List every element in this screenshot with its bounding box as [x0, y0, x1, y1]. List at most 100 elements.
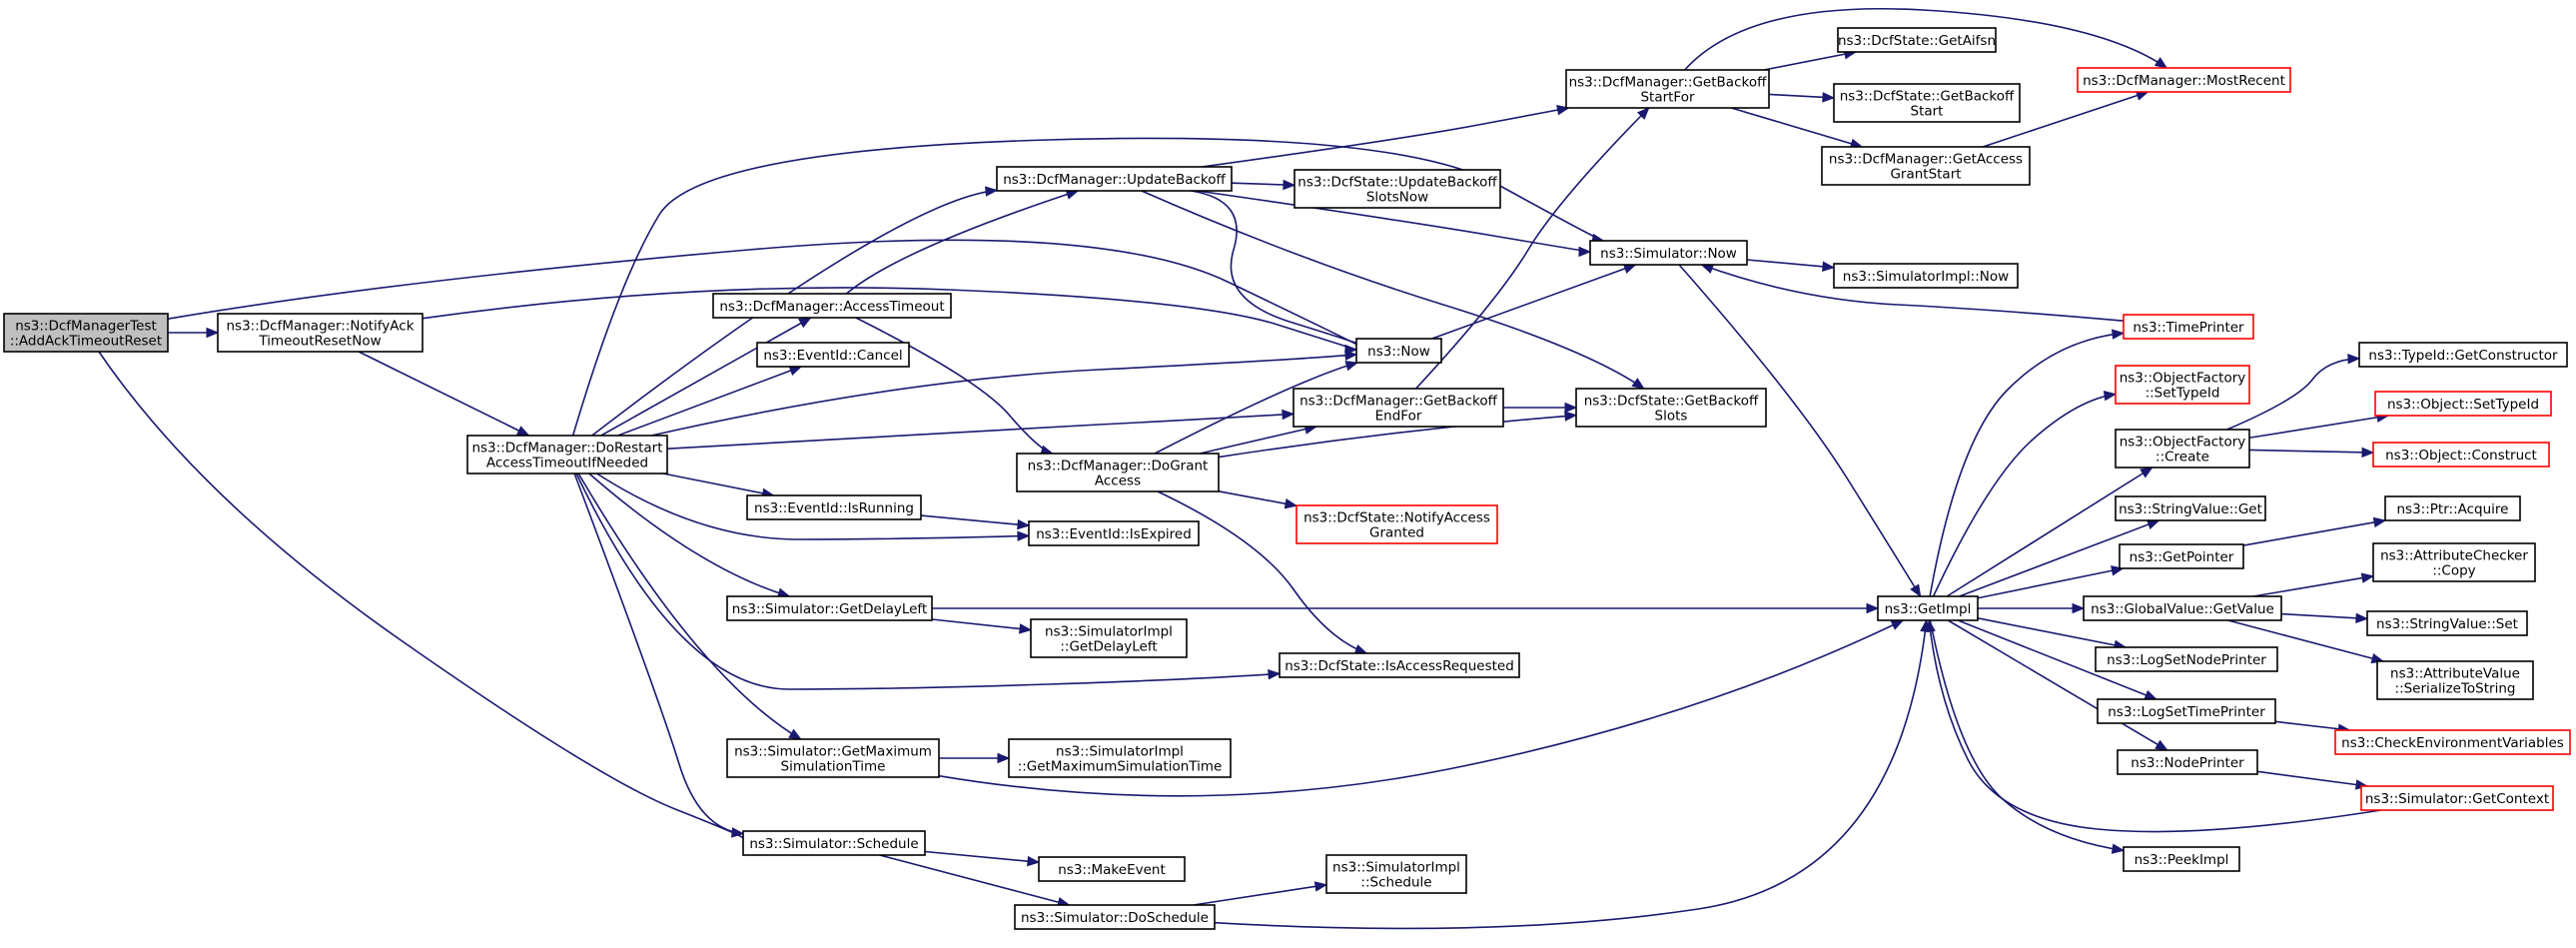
node-nodeprinter[interactable]: ns3::NodePrinter — [2117, 749, 2258, 775]
node-box-nodeprinter — [2117, 749, 2258, 775]
node-peekimpl[interactable]: ns3::PeekImpl — [2123, 846, 2240, 872]
node-mostrecent[interactable]: ns3::DcfManager::MostRecent — [2077, 67, 2291, 93]
arrowhead-getimpl-to-ofsettypeid — [2103, 391, 2118, 402]
node-box-logsettime — [2097, 698, 2276, 724]
node-stringset[interactable]: ns3::StringValue::Set — [2366, 610, 2528, 636]
edge-root-to-now — [167, 239, 1357, 346]
node-root[interactable]: ns3::DcfManagerTest::AddAckTimeoutReset — [3, 313, 169, 353]
node-label-root-line-1: ::AddAckTimeoutReset — [10, 334, 162, 350]
node-makeevent[interactable]: ns3::MakeEvent — [1038, 856, 1186, 882]
node-simnow[interactable]: ns3::Simulator::Now — [1589, 240, 1748, 266]
node-getcontext[interactable]: ns3::Simulator::GetContext — [2360, 785, 2554, 811]
node-label-ofsettypeid-line-0: ns3::ObjectFactory — [2120, 371, 2246, 387]
node-label-isaccessreq-line-0: ns3::DcfState::IsAccessRequested — [1285, 658, 1514, 674]
arrowhead-dorestart-to-getmaxsim — [788, 728, 802, 740]
node-label-getaccessgrant-line-0: ns3::DcfManager::GetAccess — [1829, 152, 2023, 168]
node-getmaxsim[interactable]: ns3::Simulator::GetMaximumSimulationTime — [726, 738, 940, 778]
node-now[interactable]: ns3::Now — [1355, 338, 1442, 364]
node-label-getmaxsim-line-0: ns3::Simulator::GetMaximum — [734, 744, 932, 760]
node-getimpl[interactable]: ns3::GetImpl — [1877, 595, 1979, 621]
edge-getimpl-to-stringget — [1959, 519, 2159, 597]
edge-root-to-schedule — [98, 351, 745, 840]
arrowhead-getimpl-to-ofcreate — [2140, 467, 2153, 478]
node-ofcreate[interactable]: ns3::ObjectFactory::Create — [2115, 429, 2250, 469]
node-isexpired[interactable]: ns3::EventId::IsExpired — [1028, 520, 1200, 546]
arrowhead-isrunning-to-isexpired — [1017, 518, 1031, 530]
node-getdelayleft[interactable]: ns3::Simulator::GetDelayLeft — [726, 595, 933, 621]
node-label-getbackoffstart-line-1: StartFor — [1640, 90, 1695, 106]
edge-getpointer-to-ptracquire — [2242, 519, 2386, 546]
arrowhead-dorestart-to-isaccessreq — [1268, 668, 1282, 680]
node-label-stringget-line-0: ns3::StringValue::Get — [2119, 501, 2262, 517]
node-implnow[interactable]: ns3::SimulatorImpl::Now — [1833, 263, 2019, 289]
edge-notifyack-to-dorestart — [358, 351, 529, 437]
node-acCopy[interactable]: ns3::AttributeChecker::Copy — [2372, 542, 2536, 582]
node-dorestart[interactable]: ns3::DcfManager::DoRestartAccessTimeoutI… — [466, 435, 668, 474]
node-accesstimeout[interactable]: ns3::DcfManager::AccessTimeout — [712, 293, 952, 319]
node-ofsettypeid[interactable]: ns3::ObjectFactory::SetTypeId — [2115, 365, 2250, 405]
node-label-getcontext-line-0: ns3::Simulator::GetContext — [2365, 791, 2549, 807]
node-ptracquire[interactable]: ns3::Ptr::Acquire — [2384, 495, 2521, 521]
node-label-makeevent-line-0: ns3::MakeEvent — [1058, 862, 1166, 878]
edge-now-to-simnow — [1431, 264, 1636, 340]
node-getaifsn[interactable]: ns3::DcfState::GetAifsn — [1837, 27, 1997, 53]
edge-getbackoffstart-to-getaifsn — [1764, 51, 1857, 71]
node-label-dcfbackoffstart-line-1: Start — [1911, 104, 1944, 120]
node-label-peekimpl-line-0: ns3::PeekImpl — [2135, 852, 2229, 868]
node-eventcancel[interactable]: ns3::EventId::Cancel — [756, 342, 910, 368]
edge-timeprinter-to-simnow — [1701, 264, 2125, 323]
node-box-getbackoffstart — [1565, 69, 1770, 109]
node-label-schedule-line-0: ns3::Simulator::Schedule — [749, 836, 918, 852]
node-label-checkenv-line-0: ns3::CheckEnvironmentVariables — [2341, 735, 2564, 751]
node-label-getdelayleft-line-0: ns3::Simulator::GetDelayLeft — [732, 601, 927, 617]
edge-gvgetvalue-to-avSerialize — [2227, 619, 2384, 662]
edge-dorestart-to-getmaxsim — [577, 473, 802, 740]
node-objsettypeid[interactable]: ns3::Object::SetTypeId — [2374, 391, 2552, 417]
arrowhead-getmaxsim-to-getimpl — [1890, 619, 1905, 630]
arrowhead-getpointer-to-ptracquire — [2372, 516, 2387, 528]
node-box-timeprinter — [2123, 314, 2254, 340]
node-label-getbackoffend-line-1: EndFor — [1375, 409, 1422, 425]
node-doschedule[interactable]: ns3::Simulator::DoSchedule — [1014, 904, 1216, 930]
node-notifyack[interactable]: ns3::DcfManager::NotifyAckTimeoutResetNo… — [217, 313, 424, 353]
node-box-notifygranted — [1295, 504, 1498, 544]
node-typeidctor[interactable]: ns3::TypeId::GetConstructor — [2358, 342, 2568, 368]
node-isrunning[interactable]: ns3::EventId::IsRunning — [746, 494, 922, 520]
node-box-getbackoffend — [1292, 388, 1504, 428]
node-stringget[interactable]: ns3::StringValue::Get — [2115, 495, 2266, 521]
edge-getaccessgrant-to-mostrecent — [1982, 91, 2148, 148]
node-box-mostrecent — [2077, 67, 2291, 93]
node-gvgetvalue[interactable]: ns3::GlobalValue::GetValue — [2083, 595, 2282, 621]
node-logsettime[interactable]: ns3::LogSetTimePrinter — [2097, 698, 2276, 724]
node-implschedule[interactable]: ns3::SimulatorImpl::Schedule — [1325, 854, 1467, 894]
edge-getimpl-to-ofsettypeid — [1932, 393, 2117, 597]
node-logsetnode[interactable]: ns3::LogSetNodePrinter — [2095, 646, 2278, 672]
node-label-mostrecent-line-0: ns3::DcfManager::MostRecent — [2083, 73, 2285, 89]
node-box-ptracquire — [2384, 495, 2521, 521]
arrowhead-simnow-to-implnow — [1822, 261, 1836, 272]
node-updatebackoff[interactable]: ns3::DcfManager::UpdateBackoff — [996, 166, 1233, 192]
node-label-dcfupdate-line-1: SlotsNow — [1366, 190, 1428, 206]
node-implmaxsim[interactable]: ns3::SimulatorImpl::GetMaximumSimulation… — [1008, 738, 1232, 778]
node-timeprinter[interactable]: ns3::TimePrinter — [2123, 314, 2254, 340]
edge-getdelayleft-to-impldelayleft — [931, 618, 1032, 631]
node-label-dorestart-line-1: AccessTimeoutIfNeeded — [486, 456, 648, 472]
node-objconstruct[interactable]: ns3::Object::Construct — [2372, 442, 2550, 468]
node-avSerialize[interactable]: ns3::AttributeValue::SerializeToString — [2376, 660, 2534, 700]
arrowhead-ofcreate-to-objconstruct — [2361, 447, 2375, 459]
node-isaccessreq[interactable]: ns3::DcfState::IsAccessRequested — [1279, 652, 1520, 678]
arrowhead-dogrant-to-notifygranted — [1284, 498, 1298, 509]
node-checkenv[interactable]: ns3::CheckEnvironmentVariables — [2334, 729, 2571, 755]
node-getpointer[interactable]: ns3::GetPointer — [2119, 543, 2244, 569]
node-schedule[interactable]: ns3::Simulator::Schedule — [742, 830, 926, 856]
node-impldelayleft[interactable]: ns3::SimulatorImpl::GetDelayLeft — [1030, 618, 1188, 658]
node-box-dcfslots — [1575, 388, 1767, 428]
